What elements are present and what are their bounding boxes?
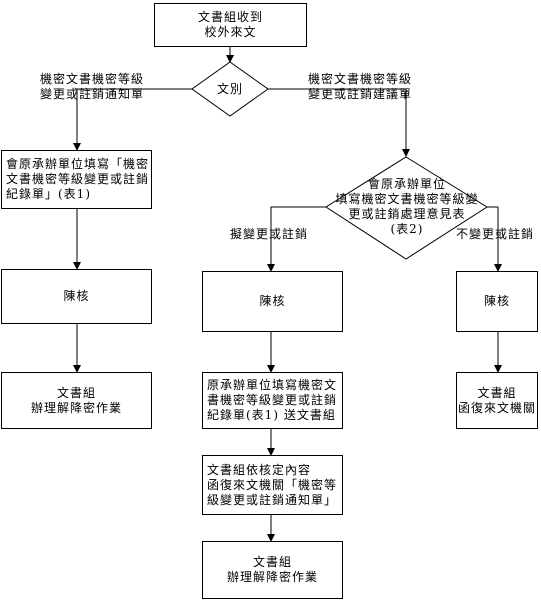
right-review-label: 陳核 bbox=[483, 294, 510, 308]
right-review-node: 陳核 bbox=[456, 271, 538, 332]
mid-end-node: 文書組 辦理解降密作業 bbox=[202, 541, 343, 599]
left-end-node: 文書組 辦理解降密作業 bbox=[1, 372, 152, 429]
mid-form-node: 原承辦單位填寫機密文 書機密等級變更或註銷 紀錄單(表1) 送文書組 bbox=[202, 372, 343, 429]
decision-opinion-line: 會原承辦單位 bbox=[367, 177, 446, 191]
decision-opinion-line: 填寫機密文書機密等級變 bbox=[335, 192, 479, 206]
connector-decision-to-decision2 bbox=[268, 88, 410, 157]
start-node: 文書組收到 校外來文 bbox=[154, 3, 307, 47]
left-form-line: 紀錄單」(表1) bbox=[6, 187, 91, 201]
edge-label-suggestion: 機密文書機密等級 變更或註銷建議單 bbox=[308, 72, 412, 102]
mid-end-line: 辦理解降密作業 bbox=[226, 570, 318, 584]
decision-doc-type: 文別 bbox=[200, 80, 260, 98]
start-node-line: 文書組收到 bbox=[197, 10, 263, 24]
left-form-node: 會原承辦單位填寫「機密 文書機密等級變更或註銷 紀錄單」(表1) bbox=[1, 150, 152, 209]
mid-notify-line: 級變更或註銷通知單」 bbox=[207, 492, 338, 507]
left-end-line: 辦理解降密作業 bbox=[30, 400, 122, 415]
right-end-line: 函復來文機關 bbox=[457, 400, 536, 415]
edge-label-notice-line: 變更或註銷通知單 bbox=[40, 87, 145, 101]
decision-doc-type-shape bbox=[191, 61, 269, 117]
left-form-line: 會原承辦單位填寫「機密 bbox=[6, 157, 150, 171]
decision-doc-type-label: 文別 bbox=[216, 81, 243, 96]
connector-decision-to-left-form bbox=[73, 88, 192, 151]
edge-label-notice: 機密文書機密等級 變更或註銷通知單 bbox=[40, 72, 144, 102]
edge-label-change: 擬變更或註銷 bbox=[230, 227, 308, 242]
mid-form-line: 書機密等級變更或註銷 bbox=[207, 393, 338, 407]
right-end-line: 文書組 bbox=[477, 385, 517, 400]
edge-label-change-text: 擬變更或註銷 bbox=[230, 227, 309, 241]
mid-form-line: 原承辦單位填寫機密文 bbox=[207, 378, 338, 392]
mid-end-line: 文書組 bbox=[252, 555, 292, 569]
mid-review-label: 陳核 bbox=[259, 294, 286, 308]
decision-opinion-shape bbox=[325, 156, 488, 260]
left-review-node: 陳核 bbox=[1, 269, 152, 324]
edge-label-no-change: 不變更或註銷 bbox=[456, 227, 534, 242]
edge-label-suggestion-line: 變更或註銷建議單 bbox=[308, 87, 413, 101]
edge-label-notice-line: 機密文書機密等級 bbox=[40, 72, 145, 86]
mid-notify-line: 函復來文機關「機密等 bbox=[207, 477, 338, 492]
left-end-line: 文書組 bbox=[56, 385, 96, 400]
mid-notify-node: 文書組依核定內容 函復來文機關「機密等 級變更或註銷通知單」 bbox=[202, 455, 343, 515]
right-end-node: 文書組 函復來文機關 bbox=[456, 372, 538, 429]
edge-label-no-change-text: 不變更或註銷 bbox=[456, 227, 535, 241]
decision-opinion: 會原承辦單位 填寫機密文書機密等級變 更或註銷處理意見表 (表2) bbox=[318, 176, 496, 238]
left-review-label: 陳核 bbox=[63, 289, 90, 303]
mid-notify-line: 文書組依核定內容 bbox=[207, 462, 312, 477]
mid-form-line: 紀錄單(表1) 送文書組 bbox=[207, 408, 336, 422]
connector-decision2-to-right-review bbox=[487, 206, 502, 272]
left-form-line: 文書機密等級變更或註銷 bbox=[6, 172, 150, 186]
decision-opinion-line: (表2) bbox=[390, 222, 424, 236]
edge-label-suggestion-line: 機密文書機密等級 bbox=[308, 72, 413, 86]
connector-decision2-to-mid-review bbox=[267, 206, 326, 272]
mid-review-node: 陳核 bbox=[202, 271, 343, 332]
decision-opinion-line: 更或註銷處理意見表 bbox=[348, 207, 466, 221]
start-node-line: 校外來文 bbox=[204, 25, 257, 39]
